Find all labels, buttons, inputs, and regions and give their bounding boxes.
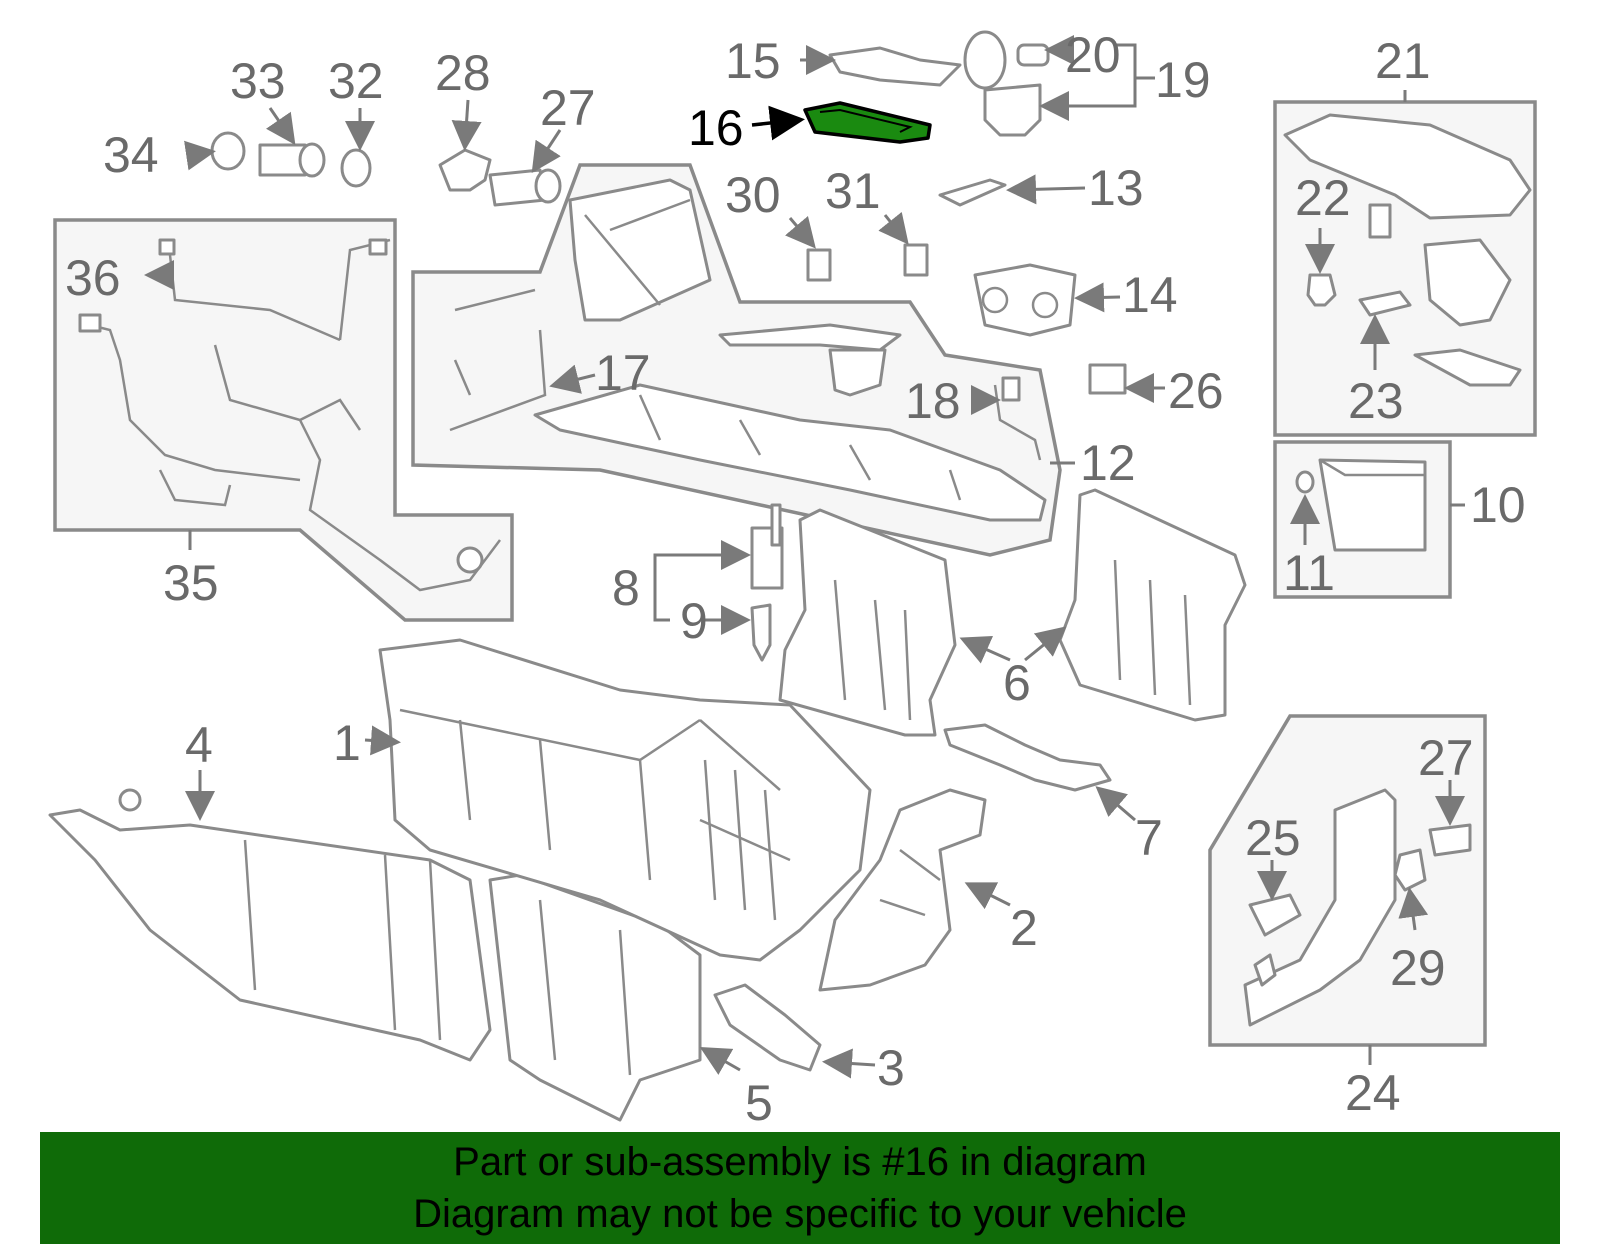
part-1-console-frame	[378, 638, 872, 962]
label-5: 5	[745, 1075, 773, 1130]
label-18: 18	[905, 373, 961, 429]
label-7: 7	[1135, 810, 1163, 866]
part-27-outlet	[488, 168, 562, 207]
label-20: 20	[1065, 27, 1121, 83]
label-14: 14	[1122, 267, 1178, 323]
part-29-bezel	[1393, 848, 1427, 892]
part-9-clip	[750, 603, 772, 662]
part-24-screw	[1253, 953, 1277, 987]
part-23-latch	[1358, 290, 1412, 317]
label-27-bottom: 27	[1418, 730, 1474, 786]
label-33: 33	[230, 53, 286, 109]
part-32-ring	[340, 148, 372, 188]
label-27-top: 27	[540, 80, 596, 136]
part-21-hinge	[1368, 203, 1522, 387]
part-20-insert	[1016, 43, 1050, 67]
label-4: 4	[185, 717, 213, 773]
part-4-panel	[48, 788, 492, 1062]
part-2-bracket	[818, 788, 987, 992]
part-12-console-top	[449, 178, 1047, 522]
part-16-highlighted	[803, 101, 932, 144]
label-19: 19	[1155, 52, 1211, 108]
group-box-35	[53, 218, 514, 622]
label-1: 1	[333, 715, 361, 771]
part-19-cup-holder	[963, 30, 1042, 137]
label-35: 35	[163, 555, 219, 611]
label-12: 12	[1080, 435, 1136, 491]
part-24-side-trim	[1243, 788, 1397, 1027]
parts-diagram: 34 33 32 28 27 15 16 20 19 13 14 30 31 2…	[48, 27, 1537, 1130]
label-30: 30	[725, 167, 781, 223]
label-17: 17	[595, 345, 651, 401]
part-30-clip	[806, 248, 832, 282]
part-26-switch	[1088, 363, 1127, 395]
label-32: 32	[328, 53, 384, 109]
part-11-plug	[1295, 470, 1315, 494]
label-11: 11	[1283, 545, 1335, 601]
callout-labels: 34 33 32 28 27 15 16 20 19 13 14 30 31 2…	[65, 27, 1526, 1130]
label-6: 6	[1003, 655, 1031, 711]
label-29: 29	[1390, 940, 1446, 996]
part-15-trim-ring	[828, 46, 962, 87]
part-7-mat	[943, 723, 1112, 792]
part-33-socket	[258, 142, 326, 178]
label-15: 15	[725, 33, 781, 89]
part-22-screw	[1306, 273, 1337, 307]
part-27-outlet-b	[1428, 823, 1472, 857]
info-banner: Part or sub-assembly is #16 in diagram D…	[40, 1132, 1560, 1244]
label-26: 26	[1168, 363, 1224, 419]
label-9: 9	[680, 593, 708, 649]
label-31: 31	[825, 163, 881, 219]
part-36-connector	[78, 313, 102, 333]
part-5-panel	[488, 873, 702, 1122]
part-8-bracket	[750, 503, 784, 590]
leader-lines	[144, 35, 1465, 1079]
label-22: 22	[1295, 170, 1351, 226]
part-13-seal	[938, 178, 1007, 207]
part-10-storage-bin	[1318, 458, 1427, 552]
part-34-plug	[210, 131, 246, 171]
label-21: 21	[1375, 33, 1431, 89]
label-8: 8	[612, 560, 640, 616]
part-3-bracket	[713, 983, 822, 1072]
label-25: 25	[1245, 810, 1301, 866]
label-28: 28	[435, 45, 491, 101]
label-24: 24	[1345, 1065, 1401, 1121]
part-28-bezel	[438, 148, 492, 192]
label-16: 16	[688, 100, 744, 156]
part-14-cup-holder	[973, 263, 1077, 337]
label-2: 2	[1010, 900, 1038, 956]
label-13: 13	[1088, 160, 1144, 216]
label-34: 34	[103, 127, 159, 183]
label-36: 36	[65, 250, 121, 306]
label-23: 23	[1348, 373, 1404, 429]
label-3: 3	[877, 1040, 905, 1096]
part-35-wiring-harness	[89, 238, 501, 592]
part-31-clip	[903, 243, 929, 277]
banner-line-2: Diagram may not be specific to your vehi…	[413, 1192, 1187, 1236]
part-6-panels	[778, 488, 1247, 737]
label-10: 10	[1470, 477, 1526, 533]
part-21-armrest-lid	[1283, 113, 1532, 220]
banner-line-1: Part or sub-assembly is #16 in diagram	[453, 1140, 1147, 1184]
